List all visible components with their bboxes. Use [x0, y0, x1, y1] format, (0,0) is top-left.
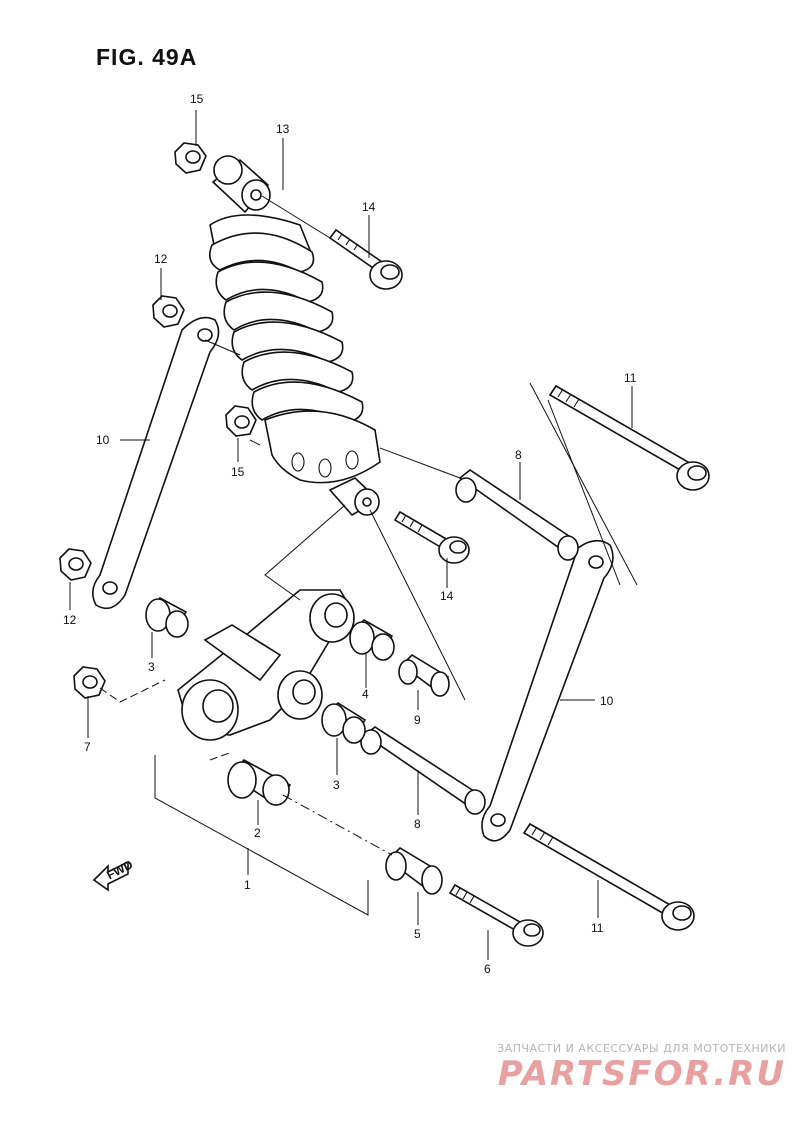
bolt-6	[448, 883, 544, 947]
callout-7: 7	[84, 740, 91, 754]
pipe-8-upper	[455, 469, 579, 561]
callout-3-upper: 3	[148, 660, 155, 674]
callout-12-lower: 12	[63, 613, 77, 627]
callout-5: 5	[414, 927, 421, 941]
assembly-lines	[99, 195, 638, 916]
callout-6: 6	[484, 962, 491, 976]
nut-12-upper	[152, 295, 185, 328]
callout-13: 13	[276, 122, 290, 136]
callout-15-upper: 15	[190, 92, 204, 106]
fwd-direction-marker: FWD	[92, 857, 135, 892]
callout-8-upper: 8	[515, 448, 522, 462]
cushion-lever-1	[177, 589, 355, 741]
callout-10-right: 10	[600, 694, 614, 708]
callout-3-lower: 3	[333, 778, 340, 792]
callout-1: 1	[244, 878, 251, 892]
pipe-8-lower	[360, 726, 486, 815]
callout-12-upper: 12	[154, 252, 168, 266]
callout-10-left: 10	[96, 433, 110, 447]
cushion-rod-10-right	[481, 539, 614, 842]
callout-14-lower: 14	[440, 589, 454, 603]
callout-4: 4	[362, 687, 369, 701]
bolt-11-lower	[522, 822, 695, 931]
bolt-14-upper	[328, 228, 403, 290]
callout-8-lower: 8	[414, 817, 421, 831]
callout-15-lower: 15	[231, 465, 245, 479]
figure-title: FIG. 49A	[96, 44, 198, 70]
callout-numbers: 15 13 14 12 11 10 8 15 14 12 3 4 10 9 7 …	[63, 92, 637, 976]
bolt-14-lower	[393, 510, 470, 564]
bearing-3-upper	[145, 597, 189, 638]
callout-9: 9	[414, 713, 421, 727]
callout-2: 2	[254, 826, 261, 840]
callout-14-upper: 14	[362, 200, 376, 214]
nut-15-lower	[225, 405, 257, 437]
nut-7	[73, 666, 106, 699]
bearing-3-lower	[321, 701, 367, 744]
spacer-9	[398, 653, 450, 697]
bearing-2	[227, 759, 292, 807]
nut-15-upper	[174, 142, 207, 174]
watermark: ЗАПЧАСТИ И АКСЕССУАРЫ ДЛЯ МОТОТЕХНИКИ PA…	[497, 1042, 786, 1093]
watermark-tagline: ЗАПЧАСТИ И АКСЕССУАРЫ ДЛЯ МОТОТЕХНИКИ	[497, 1042, 786, 1055]
rear-shock-absorber	[209, 155, 381, 517]
watermark-logo: PARTSFOR.RU	[497, 1054, 786, 1094]
nut-12-lower	[59, 548, 92, 581]
bearing-4	[349, 619, 395, 661]
bolt-11-upper	[548, 384, 710, 491]
callout-11-upper: 11	[624, 371, 637, 385]
cushion-rod-10-left	[92, 316, 220, 610]
callout-11-lower: 11	[591, 921, 604, 935]
leader-lines	[69, 110, 633, 960]
spacer-5	[385, 846, 443, 895]
shock-spring	[209, 232, 364, 423]
